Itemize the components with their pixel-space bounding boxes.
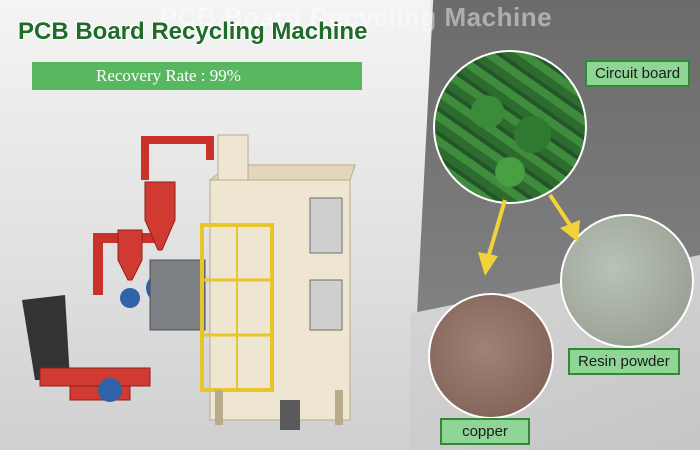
circuit-board-label: Circuit board: [585, 60, 691, 87]
red-base-frame: [39, 367, 151, 387]
cyclone-large: [144, 181, 176, 251]
arrow-to-resin: [548, 193, 580, 242]
machine-illustration: [22, 134, 356, 430]
collection-bin: [280, 400, 300, 430]
copper-photo: [428, 293, 554, 419]
process-arrows: [478, 193, 580, 276]
cabinet-window-bottom: [309, 279, 343, 331]
cabinet-window-top: [309, 197, 343, 254]
upper-duct-pipe: [141, 136, 214, 180]
grinder-unit: [149, 259, 206, 331]
recovery-rate-banner: Recovery Rate : 99%: [32, 62, 362, 90]
resin-powder-photo: [560, 214, 694, 348]
shredder-hopper: [22, 295, 70, 380]
resin-powder-label: Resin powder: [568, 348, 680, 375]
circuit-board-photo: [433, 50, 587, 204]
elevator-hopper: [217, 134, 249, 181]
motor-blue-3: [98, 378, 122, 402]
motor-blue-2: [120, 288, 140, 308]
copper-label: copper: [440, 418, 530, 445]
page-title: PCB Board Recycling Machine: [18, 18, 368, 45]
watermark-title: PCB Board Recycling Machine: [160, 2, 553, 32]
cyclone-small: [117, 229, 143, 281]
arrow-to-copper: [478, 199, 507, 276]
